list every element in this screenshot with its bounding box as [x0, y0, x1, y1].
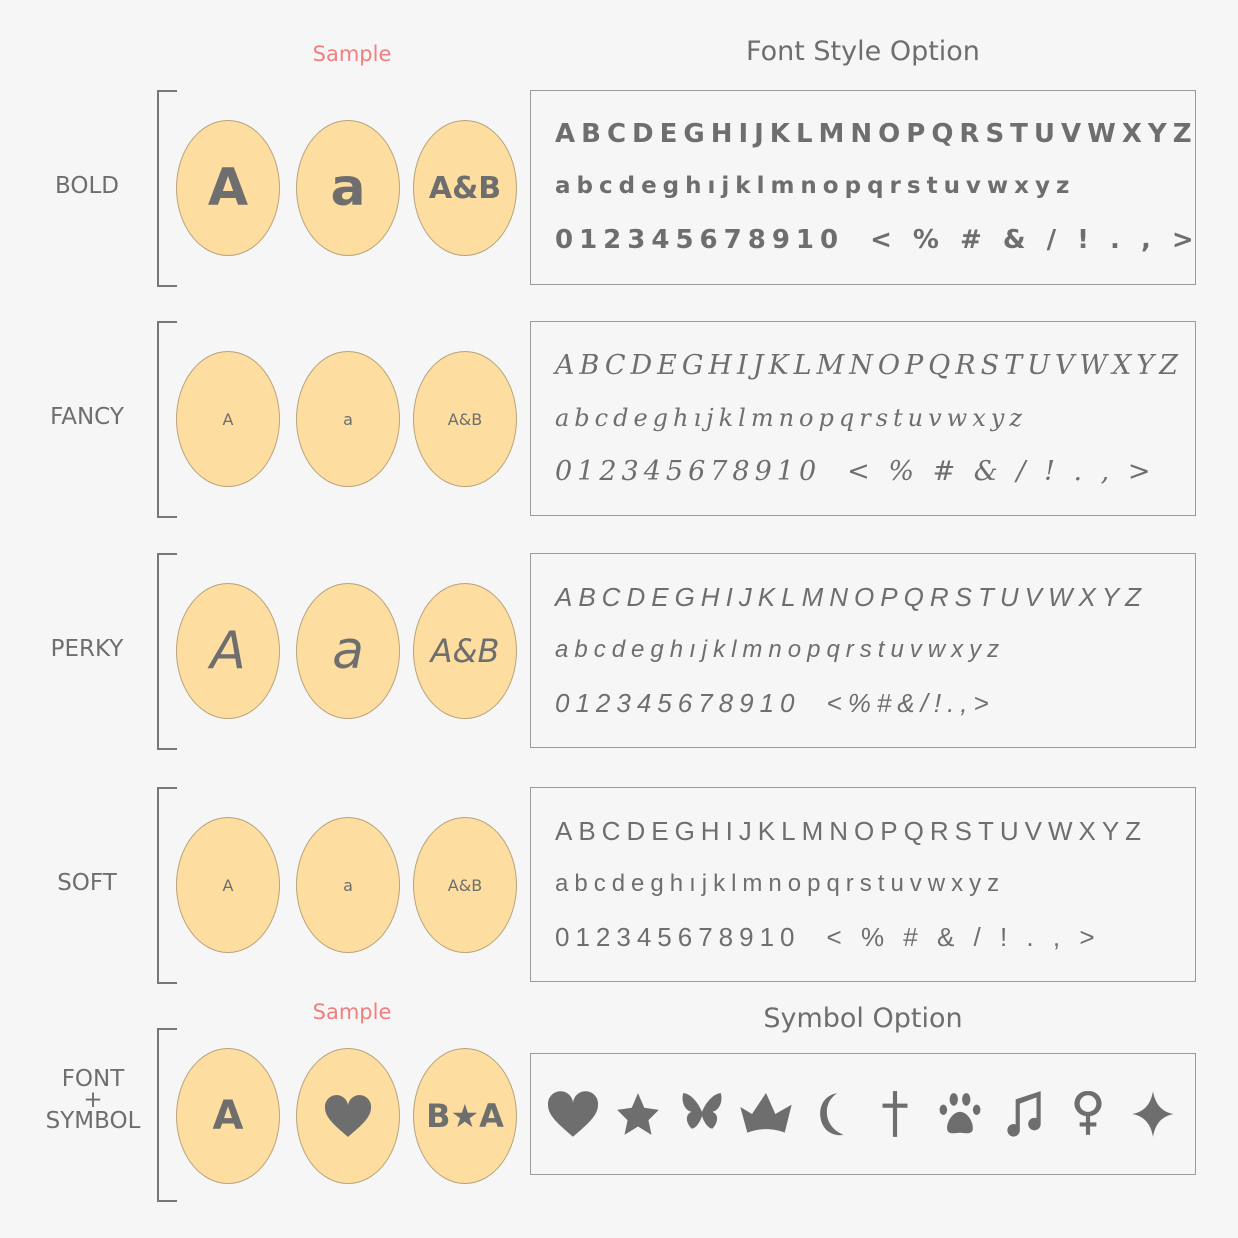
bracket [157, 553, 177, 750]
punctuation: < % # & / ! . , > [870, 225, 1200, 255]
sample-text: A [222, 409, 234, 429]
sample-header: Sample [312, 42, 392, 66]
sample-oval: A [176, 1048, 280, 1184]
row-label-fancy: FANCY [50, 404, 124, 430]
symbol-option-title: Symbol Option [763, 1003, 963, 1034]
punctuation: <%#&/!.,> [826, 688, 995, 718]
row-label-perky: PERKY [50, 636, 124, 662]
uppercase-line: ABCDEGHIJKLMNOPQRSTUVWXYZ [555, 119, 1198, 149]
sample-oval: a [296, 583, 400, 719]
sample-oval [296, 1048, 400, 1184]
sample-oval: a [296, 351, 400, 487]
heart-icon [548, 1091, 599, 1137]
sample-text: A [222, 875, 234, 895]
uppercase-line: ABCDEGHIJKLMNOPQRSTUVWXYZ [555, 350, 1183, 381]
digits-line: 012345678910 < % # & / ! . , > [555, 456, 1155, 487]
sample-oval: A [176, 817, 280, 953]
label-line: SYMBOL [45, 1108, 141, 1134]
bracket [157, 90, 177, 287]
digits-line: 012345678910 < % # & / ! . , > [555, 922, 1101, 953]
sample-oval: A [176, 120, 280, 256]
sample-oval: A [176, 351, 280, 487]
moon-icon [819, 1093, 844, 1136]
font-box-fancy: ABCDEGHIJKLMNOPQRSTUVWXYZ abcdeghıjklmno… [530, 321, 1196, 516]
lowercase-line: abcdeghıjklmnopqrstuvwxyz [555, 404, 1027, 432]
bracket [157, 1028, 177, 1202]
sample-text: A [210, 621, 246, 681]
sample-text: A&B [447, 875, 483, 895]
row-label-bold: BOLD [54, 173, 119, 199]
bracket [157, 321, 177, 518]
lowercase-line: abcdeghıjklmnopqrstuvwxyz [555, 636, 1006, 663]
sample-text: A [212, 1093, 244, 1139]
lowercase-line: abcdeghıjklmnopqrstuvwxyz [555, 173, 1076, 199]
sample-oval: A&B [413, 351, 517, 487]
butterfly-icon [682, 1093, 722, 1129]
sample-text: a [343, 875, 353, 895]
label-line: + [83, 1087, 103, 1113]
sample-oval: A&B [413, 583, 517, 719]
sparkle-icon [1131, 1091, 1174, 1137]
digits: 012345678910 [555, 225, 845, 255]
font-box-soft: ABCDEGHIJKLMNOPQRSTUVWXYZ abcdeghıjklmno… [530, 787, 1196, 982]
sample-oval: a [296, 120, 400, 256]
sample-text: A [207, 158, 249, 218]
row-label-font-symbol: FONT + SYMBOL [18, 1066, 168, 1134]
cross-icon [882, 1091, 908, 1137]
sample-text: A&B [428, 170, 502, 206]
digits: 012345678910 [555, 688, 801, 718]
bracket [157, 787, 177, 984]
uppercase-line: ABCDEGHIJKLMNOPQRSTUVWXYZ [555, 582, 1148, 612]
star-icon [616, 1093, 659, 1135]
digits-line: 012345678910 < % # & / ! . , > [555, 225, 1200, 255]
sample-text: A&B [447, 409, 483, 429]
sample-oval: a [296, 817, 400, 953]
crown-icon [740, 1093, 793, 1133]
music-note-icon [1007, 1091, 1041, 1137]
paw-icon [939, 1093, 980, 1134]
sample-oval: B★A [413, 1048, 517, 1184]
sample-text: B★A [426, 1097, 504, 1135]
digits: 012345678910 [555, 922, 801, 952]
heart-icon [324, 1095, 372, 1137]
sample-text: a [332, 621, 364, 681]
font-box-perky: ABCDEGHIJKLMNOPQRSTUVWXYZ abcdeghıjklmno… [530, 553, 1196, 748]
sample-oval: A [176, 583, 280, 719]
uppercase-line: ABCDEGHIJKLMNOPQRSTUVWXYZ [555, 816, 1148, 846]
sample-text: A&B [430, 632, 500, 670]
font-box-bold: ABCDEGHIJKLMNOPQRSTUVWXYZ abcdeghıjklmno… [530, 90, 1196, 285]
label-line: FONT [61, 1066, 125, 1092]
punctuation: < % # & / ! . , > [847, 456, 1156, 487]
sample-oval: A&B [413, 817, 517, 953]
sample-header-2: Sample [312, 1000, 392, 1024]
digits: 012345678910 [555, 456, 822, 487]
symbol-box [530, 1053, 1196, 1175]
sample-oval: A&B [413, 120, 517, 256]
female-icon [1074, 1091, 1102, 1135]
sample-text: a [343, 409, 353, 429]
digits-line: 012345678910 <%#&/!.,> [555, 688, 995, 719]
row-label-soft: SOFT [57, 870, 117, 896]
sample-text: a [330, 158, 366, 218]
lowercase-line: abcdeghıjklmnopqrstuvwxyz [555, 870, 1006, 897]
punctuation: < % # & / ! . , > [826, 922, 1101, 952]
font-style-option-title: Font Style Option [746, 36, 980, 67]
